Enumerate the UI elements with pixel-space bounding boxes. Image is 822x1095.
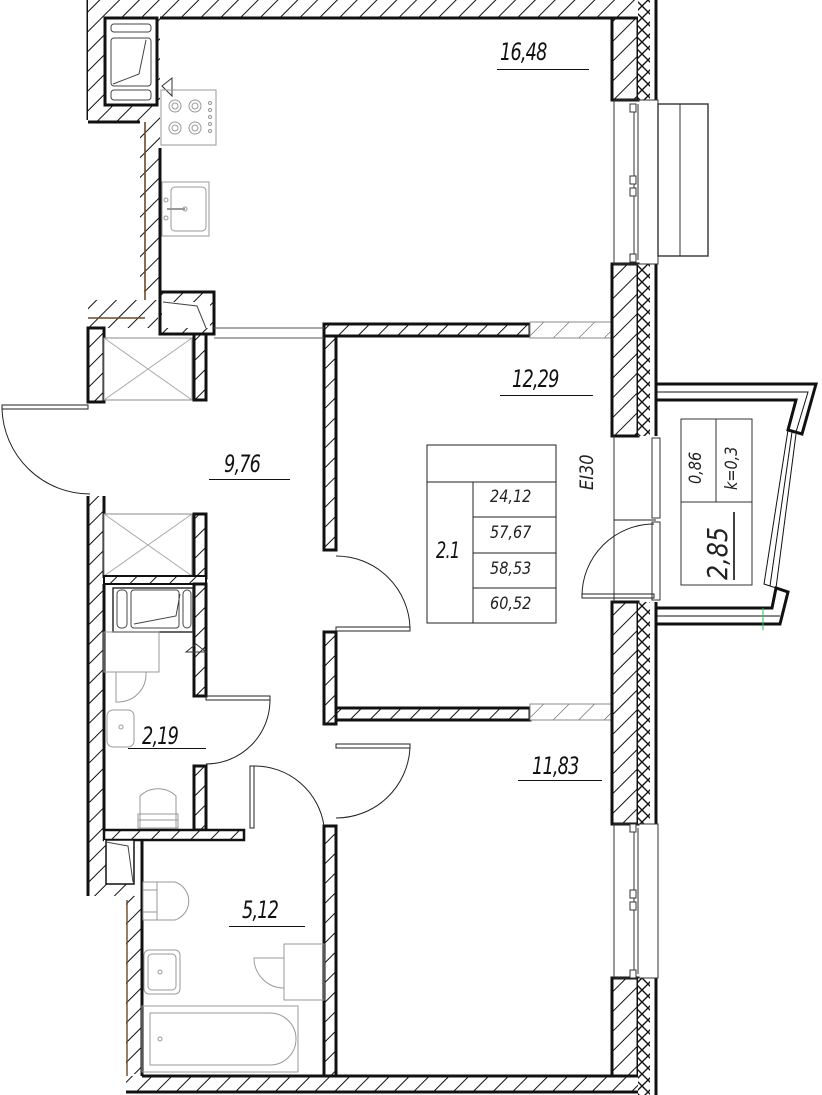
area-underline [500, 395, 593, 396]
loggia-reduced-area: 0,86 [686, 451, 706, 484]
summary-total-with-loggia: 58,53 [490, 559, 532, 579]
area-underline [128, 748, 206, 749]
summary-living-area: 24,12 [490, 487, 532, 507]
fire-door-label: EI30 [576, 454, 598, 490]
room-area-bedroom-1: 12,29 [512, 365, 559, 393]
loggia-coefficient: k=0,3 [722, 446, 742, 490]
summary-total-area: 57,67 [490, 523, 532, 543]
fixtures [103, 23, 325, 1073]
loggia [656, 382, 818, 630]
apartment-number: 2.1 [436, 539, 460, 564]
room-area-hallway: 9,76 [224, 450, 261, 478]
room-area-kitchen: 16,48 [500, 38, 547, 66]
room-area-toilet: 2,19 [142, 722, 179, 750]
area-underline [209, 479, 290, 480]
room-area-bedroom-2: 11,83 [532, 752, 579, 780]
walls [86, 0, 658, 1095]
windows [613, 99, 709, 979]
doors [1, 404, 656, 829]
summary-table [426, 444, 557, 624]
area-underline [229, 926, 305, 927]
area-underline [518, 780, 602, 781]
loggia-area: 2,85 [701, 527, 734, 580]
summary-total-full: 60,52 [490, 594, 532, 614]
area-underline [497, 69, 589, 70]
room-area-bathroom: 5,12 [242, 896, 279, 924]
